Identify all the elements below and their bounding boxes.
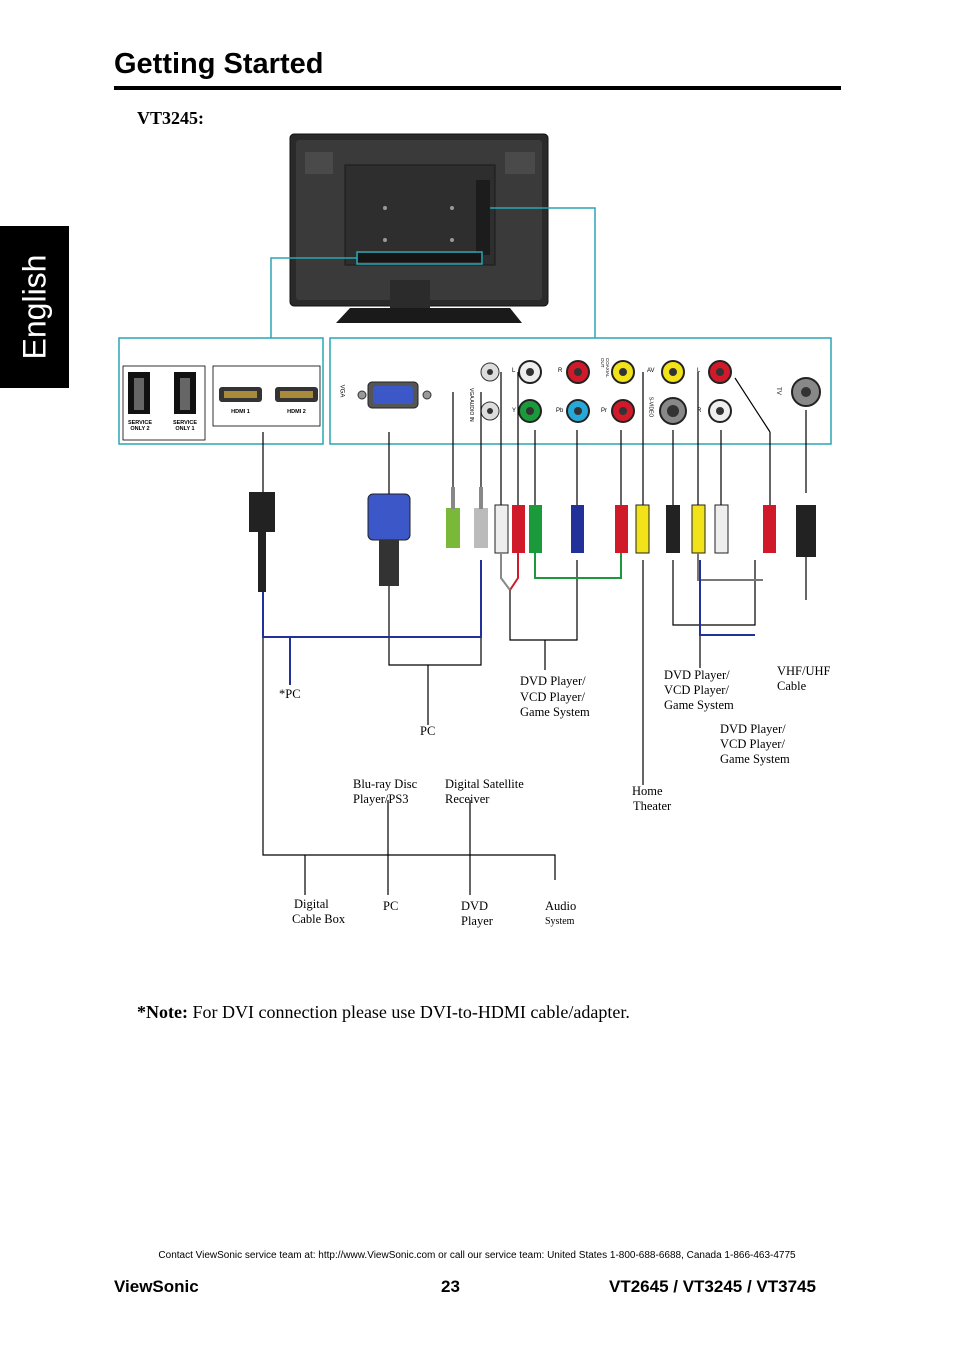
service-only-2-label: SERVICE ONLY 2 xyxy=(127,420,153,432)
tv-back-illustration xyxy=(289,133,549,323)
cable-plugs xyxy=(249,487,816,592)
dvi-note: *Note: For DVI connection please use DVI… xyxy=(137,1002,630,1023)
footer-models: VT2645 / VT3245 / VT3745 xyxy=(609,1277,816,1296)
tv-label: TV xyxy=(774,387,781,395)
component-pb-label: Pb xyxy=(556,408,564,414)
av-port-panel xyxy=(357,360,821,425)
audio-r-label: R xyxy=(558,368,563,374)
service-only-1-label: SERVICE ONLY 1 xyxy=(172,420,198,432)
s-video-label: S-VIDEO xyxy=(647,396,654,418)
component-y-label: Y xyxy=(512,408,517,414)
hdmi-port-panel xyxy=(122,365,321,441)
contact-line: Contact ViewSonic service team at: http:… xyxy=(158,1250,796,1261)
av-r-label: R xyxy=(697,408,702,414)
footer-brand: ViewSonic xyxy=(114,1277,199,1296)
note-text: For DVI connection please use DVI-to-HDM… xyxy=(187,1002,630,1022)
audio-l-label: L xyxy=(512,368,516,374)
page-title: Getting Started xyxy=(114,48,324,80)
av-label: AV xyxy=(647,368,655,374)
language-tab: English xyxy=(0,226,69,388)
hdmi-2-label: HDMI 2 xyxy=(287,409,306,415)
dvd-svideo-label: DVD Player/VCD Player/Game System xyxy=(720,722,790,766)
page-number: 23 xyxy=(441,1277,460,1296)
note-prefix: *Note: xyxy=(137,1002,188,1022)
pc-source-label: PC xyxy=(383,899,399,913)
hdmi-1-label: HDMI 1 xyxy=(231,409,250,415)
colored-wires xyxy=(262,553,763,685)
connection-lines xyxy=(262,372,807,895)
pc-star-label: *PC xyxy=(279,687,301,701)
title-rule xyxy=(114,86,841,90)
callout-lines xyxy=(118,207,832,445)
component-pr-label: Pr xyxy=(601,408,607,414)
pc-label: PC xyxy=(420,724,436,738)
vga-audio-label: VGA AUDIO IN xyxy=(468,388,474,422)
model-heading: VT3245: xyxy=(137,108,204,128)
vga-port-label: VGA xyxy=(338,384,345,398)
connection-diagram xyxy=(118,133,832,895)
dvd-av-label: DVD Player/VCD Player/Game System xyxy=(664,668,734,712)
dvd-component-label: DVD Player/VCD Player/Game System xyxy=(520,674,590,719)
coaxial-out-label: COAXIAL OUT xyxy=(600,358,610,378)
av-l-label: L xyxy=(697,368,701,374)
